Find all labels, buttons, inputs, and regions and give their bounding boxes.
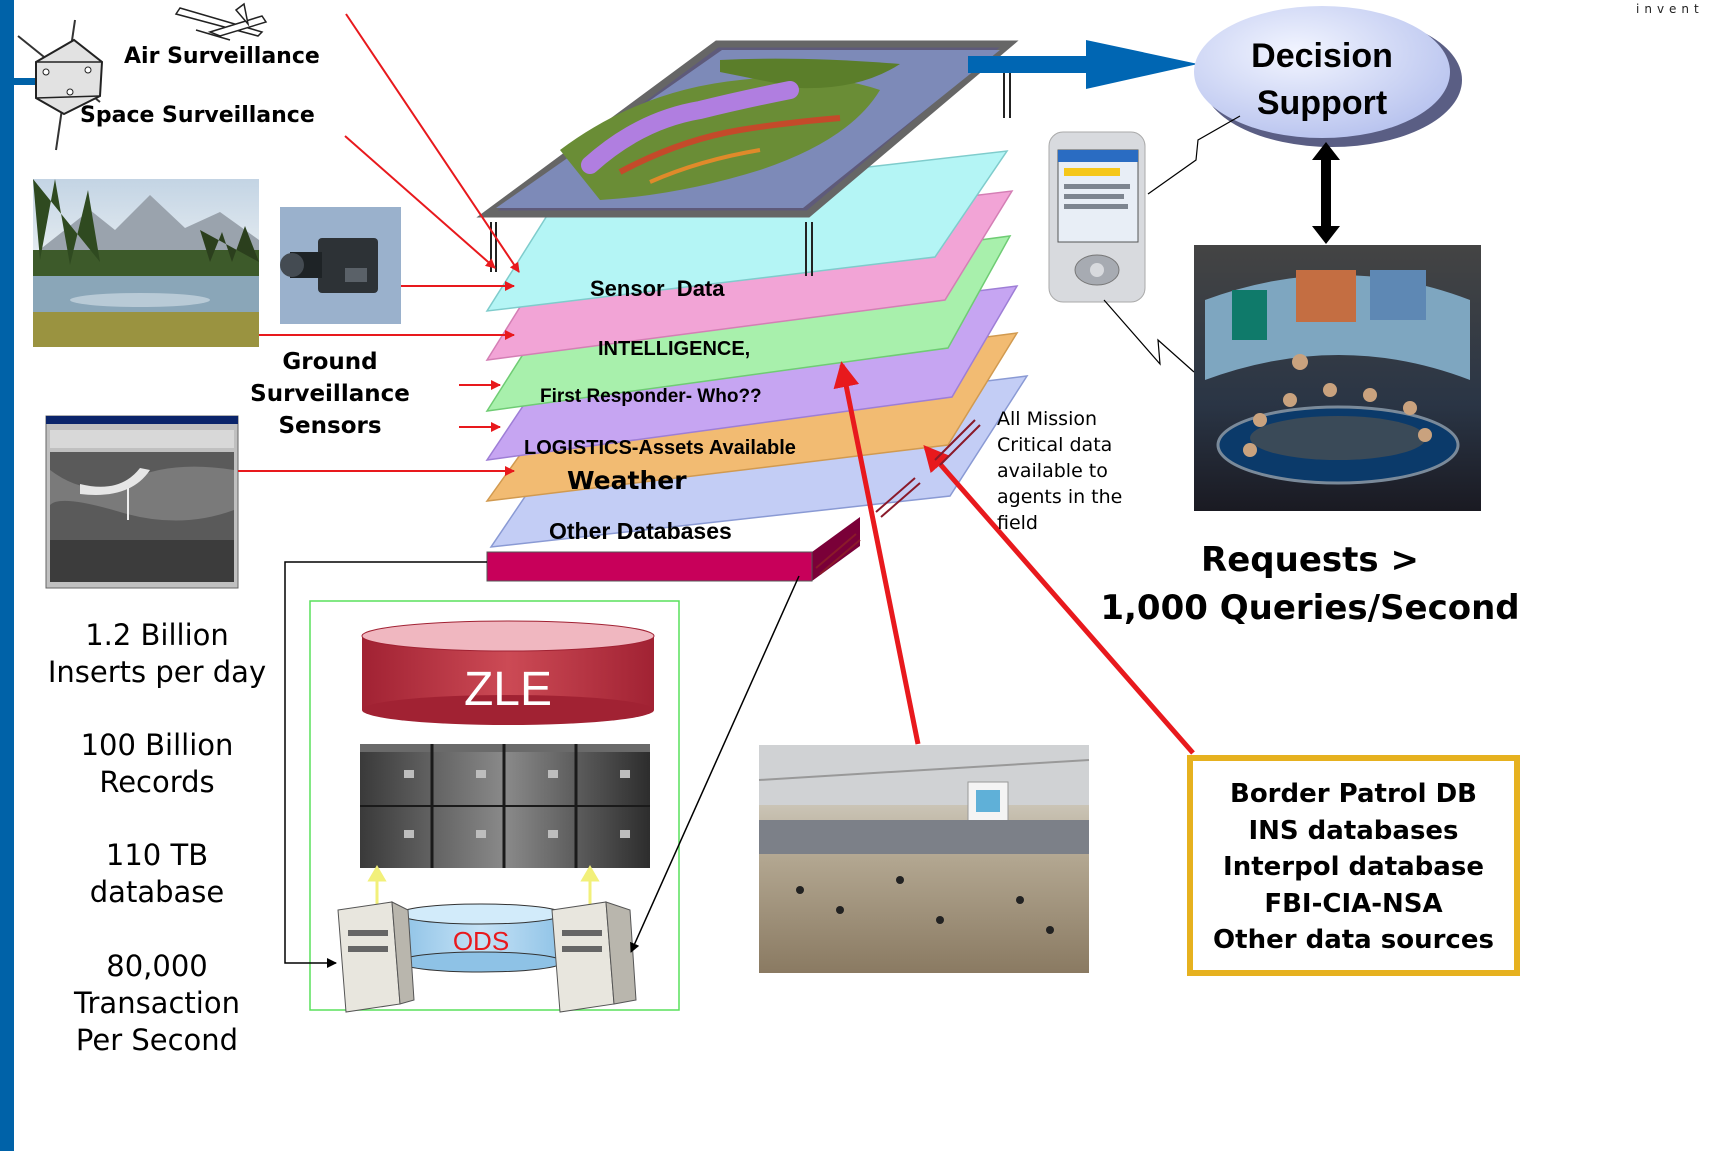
stat-database-size-line-1: 110 TB bbox=[105, 838, 209, 872]
database-item: Border Patrol DB bbox=[1230, 779, 1477, 809]
layer-weather-label: Weather bbox=[567, 466, 687, 495]
server-racks bbox=[360, 744, 650, 868]
decision-line-1: Decision bbox=[1251, 37, 1393, 75]
source-arrows bbox=[238, 13, 520, 476]
server-icon bbox=[337, 901, 637, 1013]
pda-device-icon bbox=[1048, 131, 1146, 303]
decision-support-label: Decision Support bbox=[1222, 33, 1422, 127]
field-note-line-5: field bbox=[997, 512, 1038, 534]
air-surveillance-label: Air Surveillance bbox=[124, 44, 320, 69]
field-note-line-3: available to bbox=[997, 460, 1108, 482]
slab-to-server-connector bbox=[284, 561, 487, 968]
decision-line-2: Support bbox=[1256, 84, 1388, 122]
decision-support-ellipse bbox=[1194, 6, 1462, 147]
ods-cylinder bbox=[398, 903, 564, 973]
field-note: All Mission Critical data available to a… bbox=[997, 406, 1122, 536]
layer-intelligence-label: INTELLIGENCE, bbox=[598, 338, 751, 360]
stat-database-size-line-2: database bbox=[89, 875, 225, 909]
stat-database-size: 110 TB database bbox=[22, 837, 292, 911]
airport-data-arrow bbox=[833, 361, 921, 745]
field-data-arrow bbox=[923, 444, 1195, 755]
layer-other-label: Other Databases bbox=[549, 518, 732, 544]
ground-surveillance-label: Ground Surveillance Sensors bbox=[230, 346, 430, 442]
layer-pillars bbox=[490, 70, 1011, 276]
ground-line-2: Surveillance bbox=[250, 381, 410, 407]
camera-icon bbox=[280, 207, 401, 324]
slab-edge-lines bbox=[815, 419, 981, 575]
field-note-line-1: All Mission bbox=[997, 408, 1098, 430]
stat-transactions-line-1: 80,000 bbox=[106, 949, 208, 983]
databases-list: Border Patrol DB INS databases Interpol … bbox=[1190, 776, 1517, 959]
airport-photo bbox=[758, 745, 1090, 973]
ground-line-1: Ground bbox=[282, 349, 378, 375]
layer-sensor-label: Sensor Data bbox=[590, 276, 725, 301]
airplane-icon bbox=[174, 2, 268, 41]
map-screenshot bbox=[45, 415, 239, 589]
ods-label: ODS bbox=[452, 926, 510, 956]
zle-label: ZLE bbox=[463, 663, 553, 716]
field-note-line-2: Critical data bbox=[997, 434, 1113, 456]
stat-inserts: 1.2 Billion Inserts per day bbox=[22, 617, 292, 691]
decision-arrow bbox=[968, 40, 1198, 89]
layer-logistics-label: LOGISTICS-Assets Available bbox=[524, 437, 796, 459]
layer-first-responder-label: First Responder- Who?? bbox=[540, 386, 762, 407]
satellite-icon bbox=[17, 19, 104, 151]
left-accent-bar bbox=[0, 0, 14, 1151]
stat-inserts-line-1: 1.2 Billion bbox=[85, 618, 229, 652]
wireless-links bbox=[1103, 115, 1241, 373]
stat-transactions: 80,000 Transaction Per Second bbox=[22, 948, 292, 1059]
zle-cylinder bbox=[361, 620, 655, 725]
terrain-map bbox=[476, 40, 1019, 218]
command-center-photo bbox=[1194, 245, 1481, 511]
stat-records-line-2: Records bbox=[99, 765, 215, 799]
stat-transactions-line-3: Per Second bbox=[75, 1023, 239, 1057]
slab-to-server-connector-2 bbox=[630, 575, 800, 953]
bidirectional-arrow bbox=[1312, 142, 1340, 244]
databases-box bbox=[1187, 755, 1520, 976]
space-surveillance-label: Space Surveillance bbox=[80, 103, 315, 128]
stat-inserts-line-2: Inserts per day bbox=[47, 655, 267, 689]
stat-transactions-line-2: Transaction bbox=[74, 986, 240, 1020]
landscape-photo bbox=[33, 179, 259, 347]
database-item: Other data sources bbox=[1213, 925, 1494, 955]
brand-tagline: invent bbox=[1636, 2, 1704, 16]
ground-line-3: Sensors bbox=[278, 413, 382, 439]
field-note-line-4: agents in the bbox=[997, 486, 1123, 508]
requests-line-1: Requests > bbox=[1201, 540, 1419, 580]
stat-records-line-1: 100 Billion bbox=[80, 728, 234, 762]
stat-records: 100 Billion Records bbox=[22, 727, 292, 801]
left-accent-notch bbox=[14, 78, 36, 85]
database-item: INS databases bbox=[1248, 815, 1459, 846]
requests-line-2: 1,000 Queries/Second bbox=[1100, 588, 1520, 628]
requests-label: Requests > 1,000 Queries/Second bbox=[1060, 536, 1560, 632]
storage-box bbox=[309, 600, 680, 1011]
database-item: Interpol database bbox=[1223, 852, 1484, 882]
database-item: FBI-CIA-NSA bbox=[1264, 888, 1443, 919]
base-slab bbox=[486, 517, 860, 582]
